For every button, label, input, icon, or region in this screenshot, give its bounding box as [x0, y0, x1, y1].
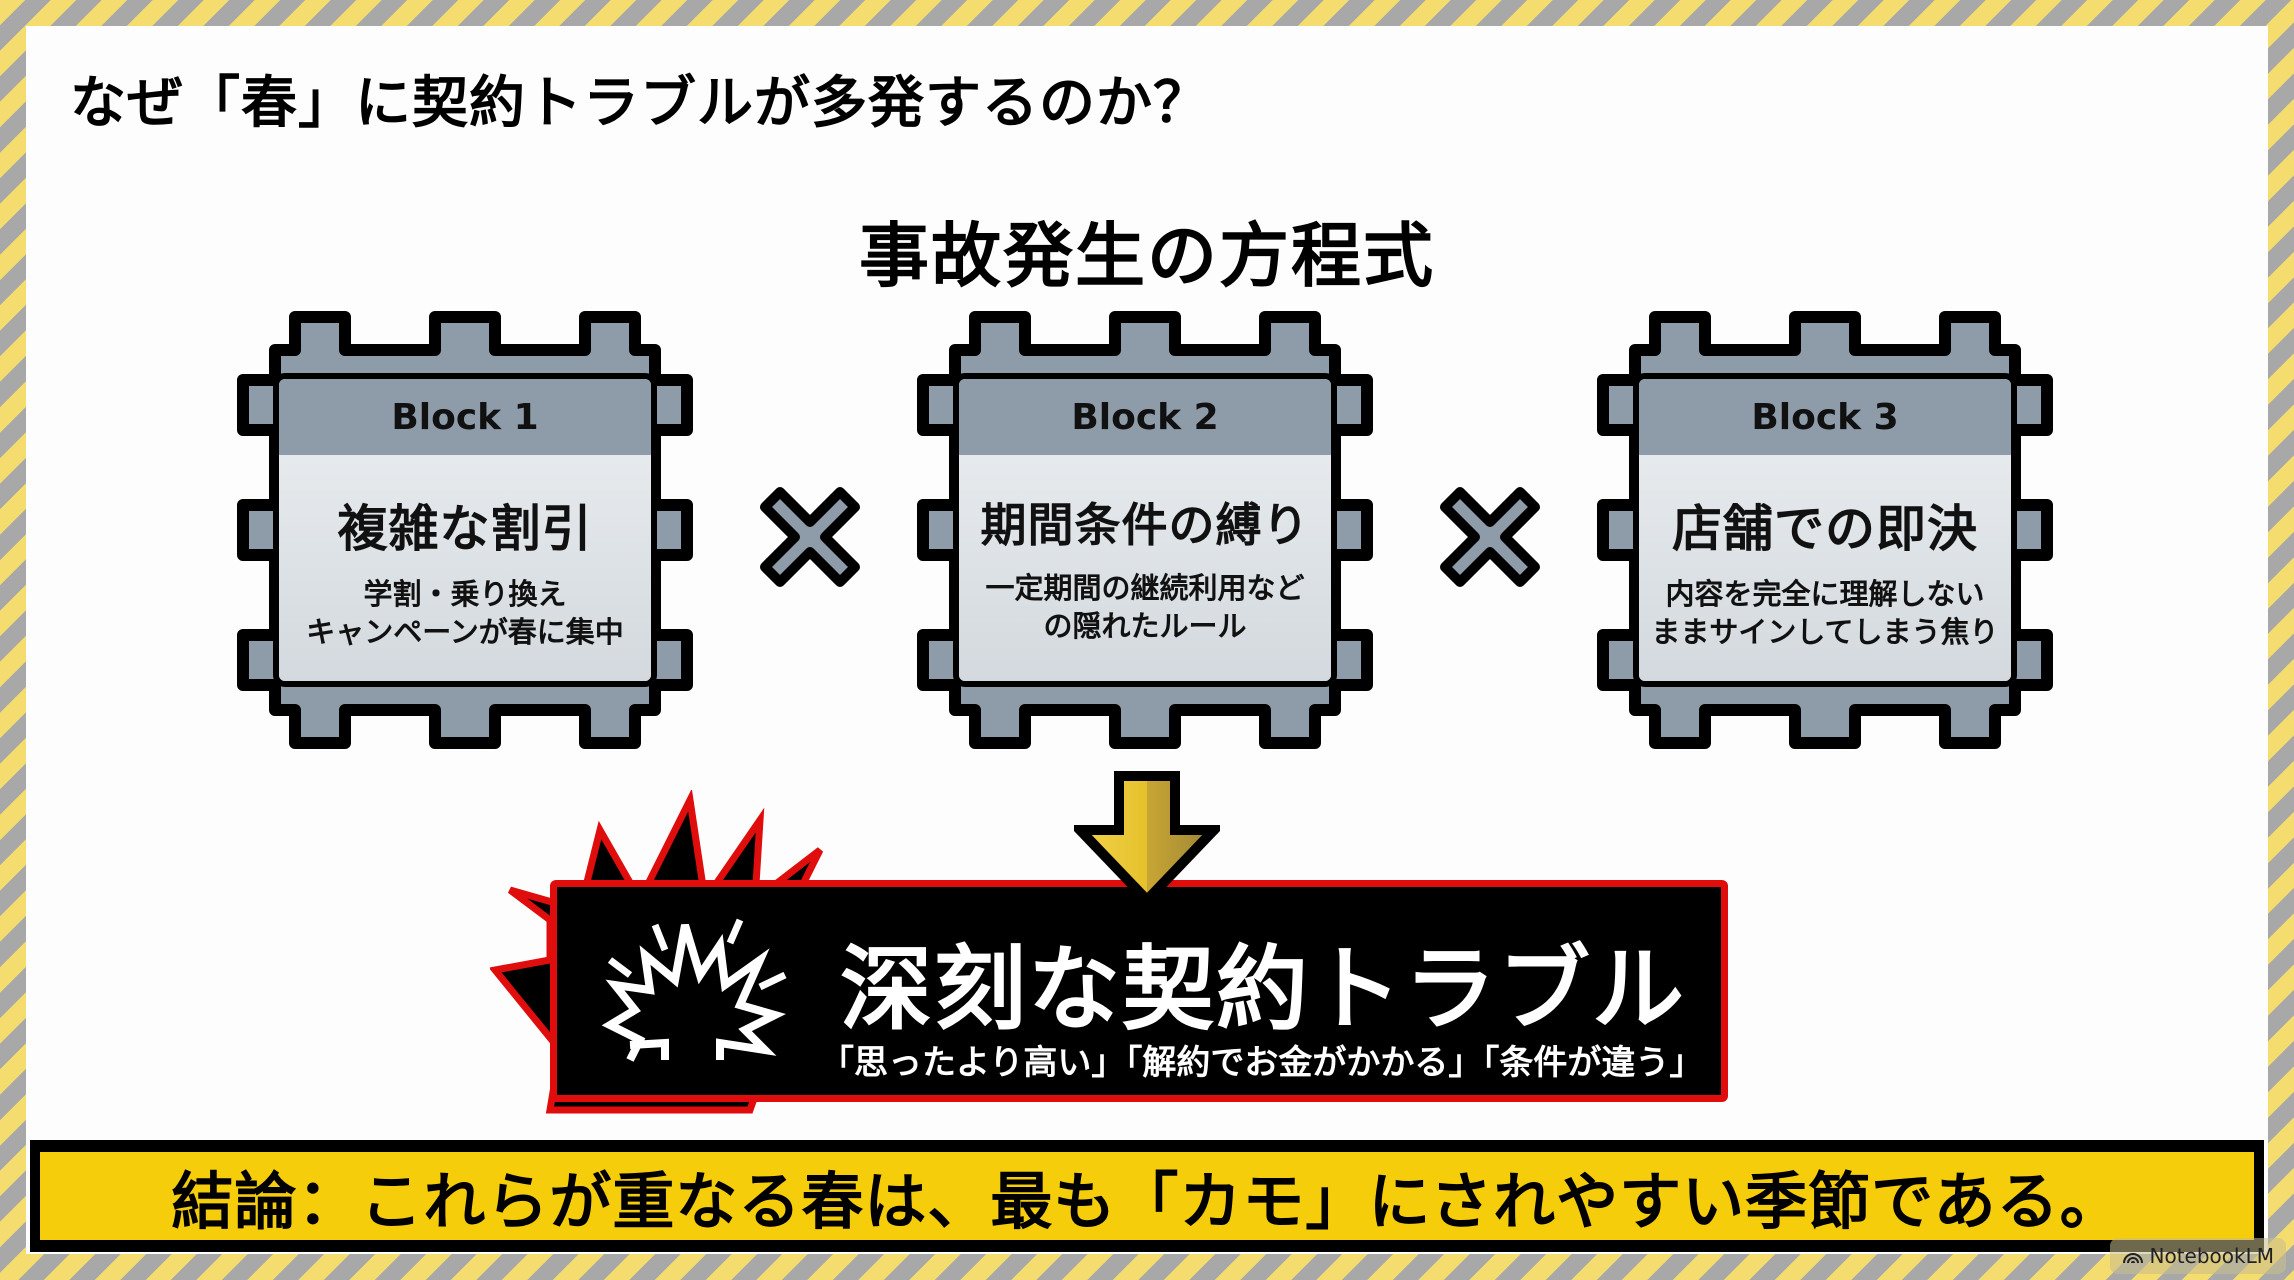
notebooklm-watermark: NotebookLM	[2109, 1238, 2286, 1274]
block-label: Block 1	[279, 379, 651, 455]
conclusion-text: 結論：これらが重なる春は、最も「カモ」にされやすい季節である。	[40, 1152, 2254, 1240]
block-1: Block 1 複雑な割引 学割・乗り換え キャンペーンが春に集中	[205, 305, 725, 755]
block-card: Block 3 店舗での即決 内容を完全に理解しない ままサインしてしまう焦り	[1633, 373, 2017, 687]
block-main-text: 店舗での即決	[1672, 500, 1978, 558]
conclusion-banner: 結論：これらが重なる春は、最も「カモ」にされやすい季節である。	[30, 1140, 2264, 1252]
block-description: 学割・乗り換え キャンペーンが春に集中	[306, 577, 624, 649]
block-main-text: 複雑な割引	[337, 500, 593, 558]
block-description: 内容を完全に理解しない ままサインしてしまう焦り	[1651, 577, 1999, 649]
block-2: Block 2 期間条件の縛り 一定期間の継続利用など の隠れたルール	[885, 305, 1405, 755]
block-main-text: 期間条件の縛り	[980, 498, 1310, 552]
block-description: 一定期間の継続利用など の隠れたルール	[985, 571, 1305, 643]
watermark-label: NotebookLM	[2149, 1244, 2275, 1268]
notebooklm-logo-icon	[2122, 1253, 2143, 1264]
multiply-icon	[1440, 487, 1540, 587]
block-card: Block 2 期間条件の縛り 一定期間の継続利用など の隠れたルール	[953, 373, 1337, 687]
down-arrow-icon	[1074, 771, 1220, 906]
block-label: Block 3	[1639, 379, 2011, 455]
result-title: 深刻な契約トラブル	[840, 936, 1687, 1043]
block-3: Block 3 店舗での即決 内容を完全に理解しない ままサインしてしまう焦り	[1565, 305, 2085, 755]
equation-heading: 事故発生の方程式	[859, 215, 1435, 297]
explosion-icon	[601, 918, 787, 1062]
page-title: なぜ「春」に契約トラブルが多発するのか？	[70, 71, 1210, 136]
block-card: Block 1 複雑な割引 学割・乗り換え キャンペーンが春に集中	[273, 373, 657, 687]
multiply-icon	[760, 487, 860, 587]
result-examples: 「思ったより高い」「解約でお金がかかる」「条件が違う」	[820, 1043, 1704, 1083]
block-label: Block 2	[959, 379, 1331, 455]
